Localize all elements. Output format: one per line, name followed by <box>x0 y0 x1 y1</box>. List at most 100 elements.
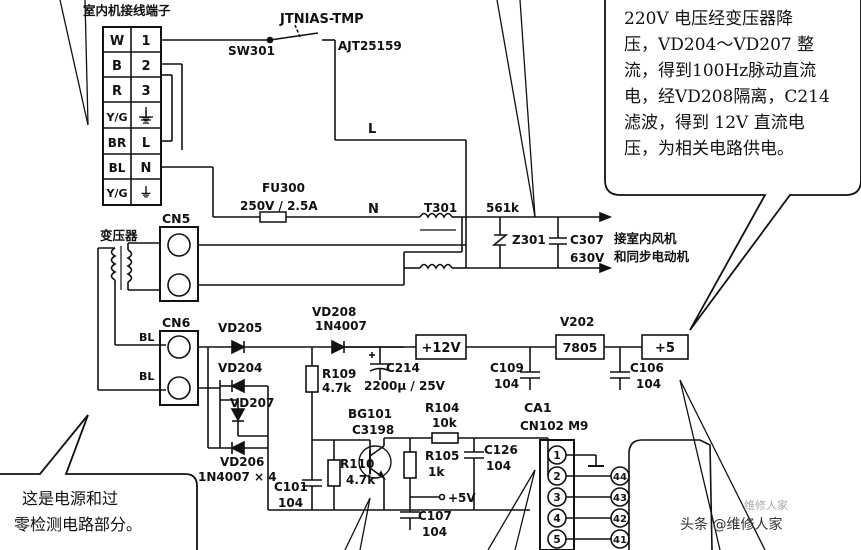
terminal-right-2: 2 <box>141 59 150 74</box>
terminal-left-7: Y/G <box>105 187 127 200</box>
cn102-label: CN102 M9 <box>520 419 588 433</box>
terminal-right-1: 1 <box>141 34 150 49</box>
cn6-bl-lower: BL <box>139 370 154 383</box>
callout-left-text: 这是电源和过 零检测电路部分。 <box>14 486 194 538</box>
terminal-right-3: 3 <box>141 84 150 99</box>
callout-right-text: 220V 电压经变压器降 压，VD204～VD207 整 流，得到100Hz脉动… <box>624 6 856 162</box>
cn5-label: CN5 <box>162 211 190 226</box>
callout-pointer-top <box>496 0 536 218</box>
connector-cn6 <box>98 330 199 406</box>
vd204-label: VD204 <box>218 361 262 375</box>
c106-label: C106 <box>630 361 664 375</box>
callout-right-line-3: 流，得到100Hz脉动直流 <box>624 61 817 81</box>
plus12-box <box>415 334 556 360</box>
ground-symbol <box>139 107 153 124</box>
v202-label: V202 <box>560 315 594 329</box>
fuse-fu300 <box>213 211 420 223</box>
c307-label: C307 <box>570 233 604 247</box>
t301-coils <box>403 212 467 270</box>
ca1-pin-1: 1 <box>553 450 560 462</box>
r109-value: 4.7k <box>322 381 352 395</box>
fan-label-1: 接室内风机 <box>614 231 677 246</box>
c101-label: C101 <box>274 480 308 494</box>
capacitor-c214 <box>369 347 391 380</box>
mcu-pin-41: 41 <box>613 535 627 546</box>
terminal-left-4: Y/G <box>105 111 127 124</box>
mcu-pin-44: 44 <box>613 472 627 483</box>
connector-ca1 <box>539 439 575 550</box>
watermark-prefix: 头条 <box>680 517 708 533</box>
ca1-pin-3: 3 <box>553 492 560 504</box>
r110-value: 4.7k <box>346 473 376 487</box>
main-transformer <box>97 242 160 390</box>
ca1-to-mcu-wires <box>566 454 611 540</box>
ca1-pin-2: 2 <box>553 471 560 483</box>
r104-value: 10k <box>432 416 458 430</box>
resistor-r109 <box>305 347 370 441</box>
vd206-label: VD206 <box>220 455 264 469</box>
callout-right-line-2: 压，VD204～VD207 整 <box>624 35 815 55</box>
watermark-faint: 维修人家 <box>744 499 788 512</box>
vd208-label: VD208 <box>312 305 356 319</box>
c214-label: C214 <box>386 361 420 375</box>
line-L-label: L <box>368 122 376 137</box>
callout-pointer-bottom <box>344 379 766 550</box>
terminal-right-5: L <box>142 136 150 151</box>
callout-right-line-4: 电，经VD208隔离，C214 <box>624 87 830 107</box>
zero-cross-network <box>302 432 549 530</box>
diode-vd208 <box>331 339 416 355</box>
r109-label: R109 <box>322 367 356 381</box>
connector-cn5 <box>159 226 466 302</box>
r110-label: R110 <box>340 457 374 471</box>
transformer-label: 变压器 <box>100 228 138 243</box>
plus5-label: +5 <box>655 341 675 356</box>
terminal-left-2: B <box>112 59 122 74</box>
c3198-label: C3198 <box>352 423 394 437</box>
terminal-left-1: W <box>110 34 124 49</box>
c107-value: 104 <box>422 525 447 539</box>
capacitor-c109 <box>520 347 540 390</box>
ca1-label: CA1 <box>524 400 552 415</box>
r105-label: R105 <box>425 449 459 463</box>
c101-value: 104 <box>278 496 303 510</box>
mcu-pin-43: 43 <box>613 493 627 504</box>
c126-value: 104 <box>486 459 511 473</box>
watermark-handle: @维修人家 <box>712 517 783 533</box>
switch-part: AJT25159 <box>338 39 402 53</box>
r561k-label: 561k <box>486 201 520 215</box>
terminal-left-3: R <box>112 84 122 99</box>
terminal-right-6: N <box>141 161 152 176</box>
callout-pointer-topleft <box>59 0 89 126</box>
bridge-rectifier <box>198 339 530 511</box>
callout-left-line-2: 零检测电路部分。 <box>14 515 143 534</box>
switch-sw301 <box>161 24 467 263</box>
callout-right-line-5: 滤波，得到 12V 直流电 <box>624 113 805 133</box>
bg101-label: BG101 <box>348 407 392 421</box>
line-N-label: N <box>368 202 379 217</box>
mcu-pin-42: 42 <box>613 514 627 525</box>
fan-label-2: 和同步电动机 <box>613 249 690 264</box>
plus12-label: +12V <box>421 341 460 356</box>
r105-value: 1k <box>428 465 445 479</box>
c214-value: 2200µ / 25V <box>364 379 446 393</box>
c107-label: C107 <box>418 509 452 523</box>
wire-terminal-2 <box>161 63 214 217</box>
ca1-pin-4: 4 <box>553 513 560 525</box>
switch-name: JTNIAS-TMP <box>279 12 364 27</box>
callout-box-right <box>604 0 861 331</box>
mcu-body-outline <box>628 439 713 550</box>
plus5v-label: +5V <box>448 491 476 505</box>
vd205-label: VD205 <box>218 321 262 335</box>
capacitor-c106 <box>610 347 630 390</box>
callout-left-line-1: 这是电源和过 <box>22 489 119 508</box>
output-network <box>462 211 613 274</box>
terminal-right-7: ⏚ <box>139 186 152 201</box>
ca1-pin-5: 5 <box>553 534 560 546</box>
terminal-left-5: BR <box>108 136 126 150</box>
c109-label: C109 <box>490 361 524 375</box>
r104-label: R104 <box>425 401 459 415</box>
plus5-box <box>641 334 689 360</box>
c106-value: 104 <box>636 377 661 391</box>
terminal-block-title: 室内机接线端子 <box>83 3 171 18</box>
